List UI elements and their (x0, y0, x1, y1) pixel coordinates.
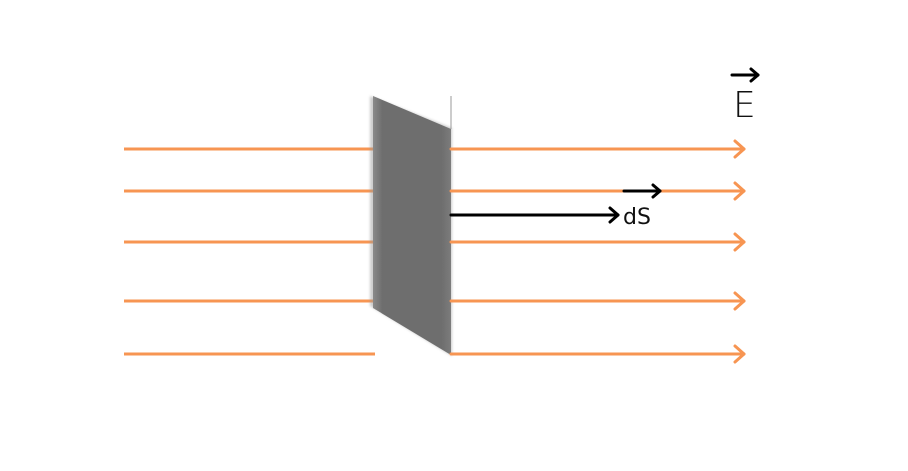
field-line-4-right (449, 291, 746, 311)
electric-field-label: E (733, 85, 756, 126)
field-line-3-right (449, 232, 746, 252)
area-vector-arrow (449, 206, 620, 224)
ds-vector-overarrow (622, 183, 662, 199)
field-line-2-right (449, 181, 746, 201)
field-lines-right (449, 139, 746, 364)
e-vector-overarrow (730, 67, 760, 83)
field-line-5-right (449, 344, 746, 364)
surface-plate (373, 96, 451, 355)
surface-element (370, 96, 452, 356)
field-lines-left (124, 147, 375, 356)
area-vector-label: dS (623, 205, 651, 230)
field-line-1-right (449, 139, 746, 159)
